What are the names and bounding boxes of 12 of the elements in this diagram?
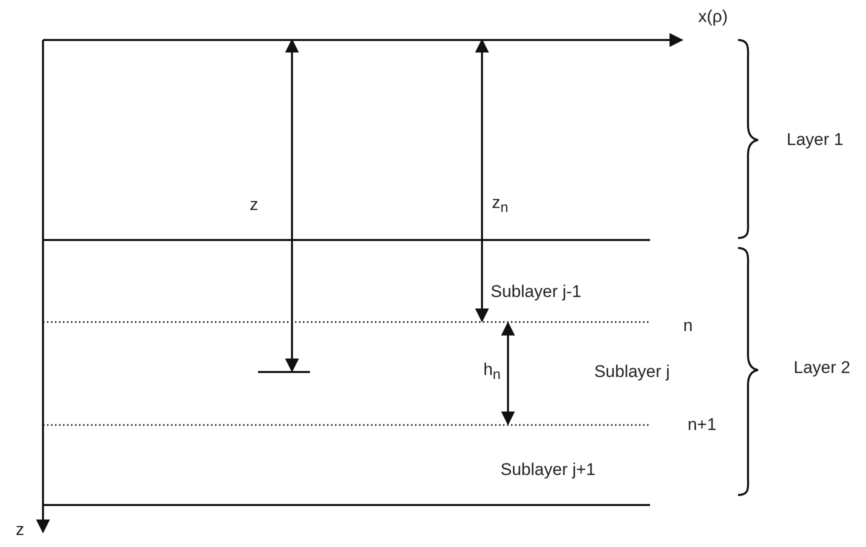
sublayer-label: Sublayer j: [594, 362, 670, 382]
sublayer-label: Sublayer j+1: [500, 460, 596, 480]
dimension-label: z$_{n}$: [492, 192, 508, 218]
layer-label: Layer 2: [794, 358, 850, 378]
layer-label: Layer 1: [786, 130, 844, 150]
sublayer-label: Sublayer j-1: [490, 282, 582, 302]
interface-label: n+1: [688, 414, 716, 436]
interface-label: n: [683, 316, 693, 336]
dimension-label: h$_{n}$: [483, 360, 501, 384]
dimension-label: z: [250, 194, 258, 216]
axis-label: z: [16, 520, 24, 540]
axis-label: x(ρ): [698, 6, 728, 28]
